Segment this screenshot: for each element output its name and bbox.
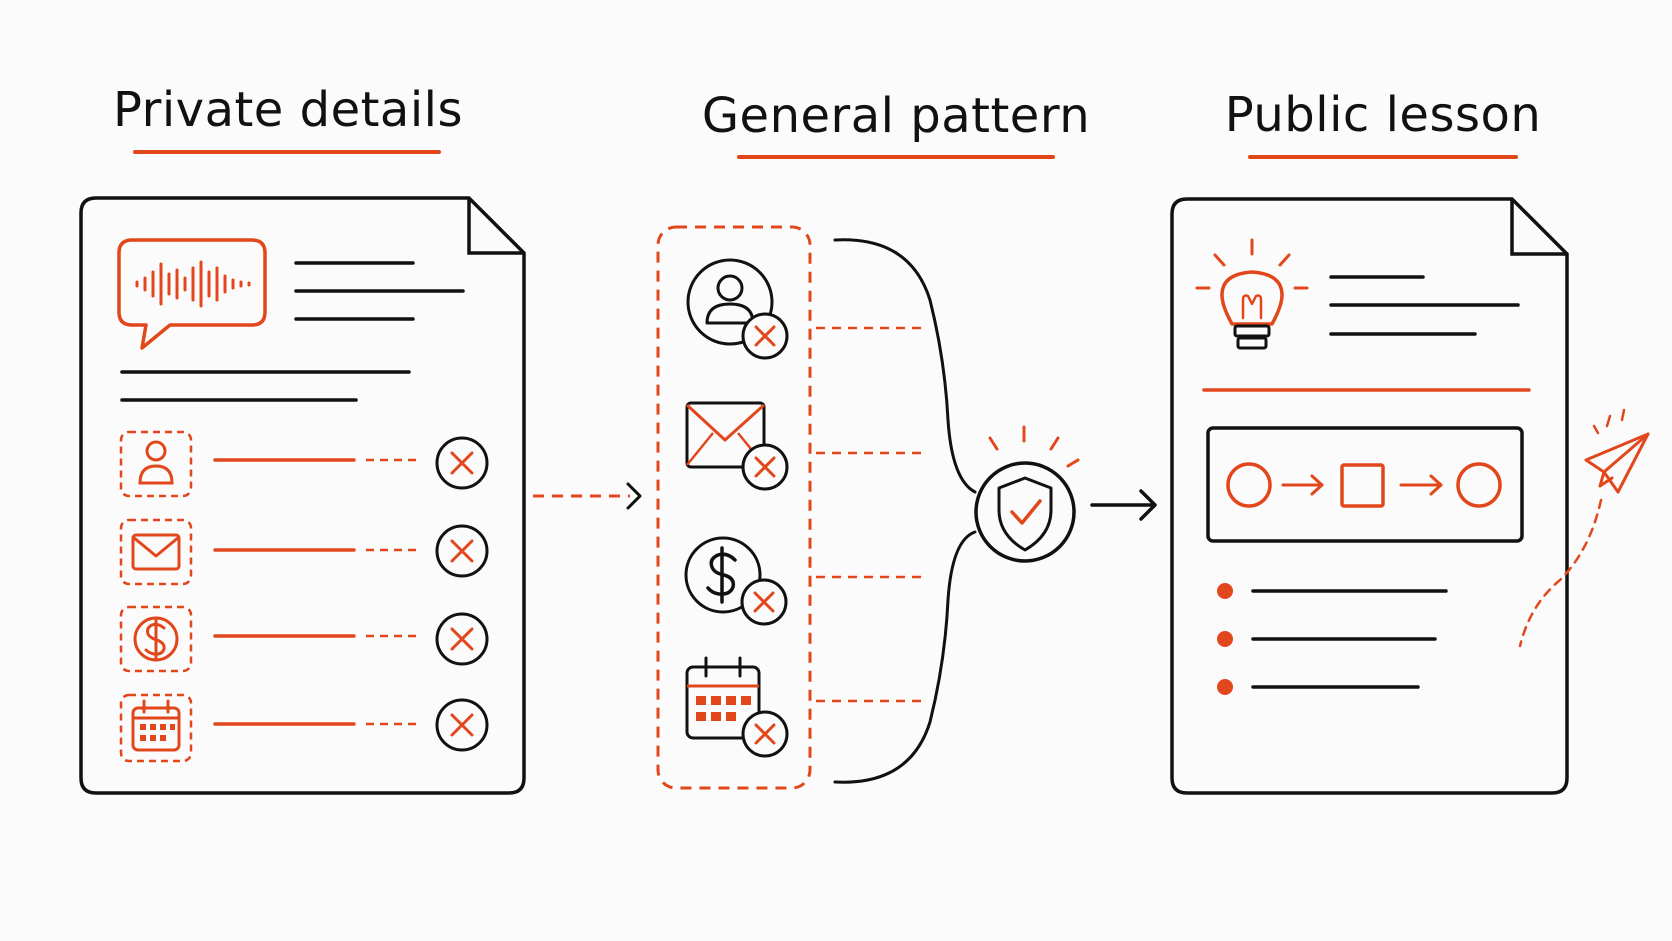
x-circle-icon [435, 698, 489, 752]
private-row-dollar [119, 605, 489, 673]
pattern-item-person [686, 258, 789, 360]
speech-bubble-waveform-icon [117, 238, 267, 350]
dollar-icon [133, 616, 179, 662]
text-lines [1329, 275, 1520, 336]
x-circle-icon [741, 312, 789, 360]
shield-rays [988, 425, 1080, 468]
heading-underline [133, 150, 441, 154]
envelope-icon [131, 533, 181, 571]
square-icon [1340, 463, 1385, 508]
x-circle-icon [435, 436, 489, 490]
solid-arrow-right [1090, 489, 1157, 521]
arrow-right-icon [1399, 474, 1443, 496]
private-row-person [119, 430, 489, 498]
heading-general-pattern: General pattern [701, 88, 1091, 144]
x-circle-icon [741, 710, 789, 758]
paper-plane-icon [1518, 408, 1650, 648]
document-fold [467, 198, 524, 255]
document-outline [79, 196, 526, 795]
person-icon [138, 440, 174, 485]
flow-box [1206, 426, 1524, 543]
envelope-icon [685, 401, 766, 469]
dollar-icon [684, 536, 762, 614]
pattern-item-envelope [685, 401, 789, 491]
heading-underline [1248, 155, 1518, 159]
heading-underline [737, 155, 1055, 159]
shield-check-icon [974, 425, 1080, 563]
private-details-document [79, 196, 526, 795]
x-circle-icon [741, 443, 789, 491]
general-pattern-column [656, 225, 1080, 790]
dashed-group-box [656, 225, 812, 790]
x-circle-icon [435, 612, 489, 666]
arrow-right-icon [1281, 474, 1324, 496]
calendar-icon [131, 699, 181, 752]
pattern-item-dollar [684, 536, 788, 626]
dashed-connectors [816, 326, 928, 703]
x-circle-icon [435, 524, 489, 578]
calendar-icon [685, 656, 761, 740]
dashed-arrow-right [533, 482, 642, 510]
lightbulb-icon [1195, 238, 1309, 350]
merge-brace [833, 238, 977, 784]
bullet-list [1217, 583, 1448, 695]
public-lesson-document [1170, 197, 1569, 795]
pattern-item-calendar [685, 656, 789, 758]
private-row-calendar [119, 693, 489, 763]
document-fold [1510, 199, 1567, 256]
private-row-envelope [119, 518, 489, 586]
circle-icon [1456, 462, 1502, 508]
circle-icon [1226, 462, 1272, 508]
heading-private-details: Private details [112, 82, 464, 138]
heading-public-lesson: Public lesson [1224, 87, 1542, 143]
x-circle-icon [740, 578, 788, 626]
text-lines [120, 261, 465, 402]
